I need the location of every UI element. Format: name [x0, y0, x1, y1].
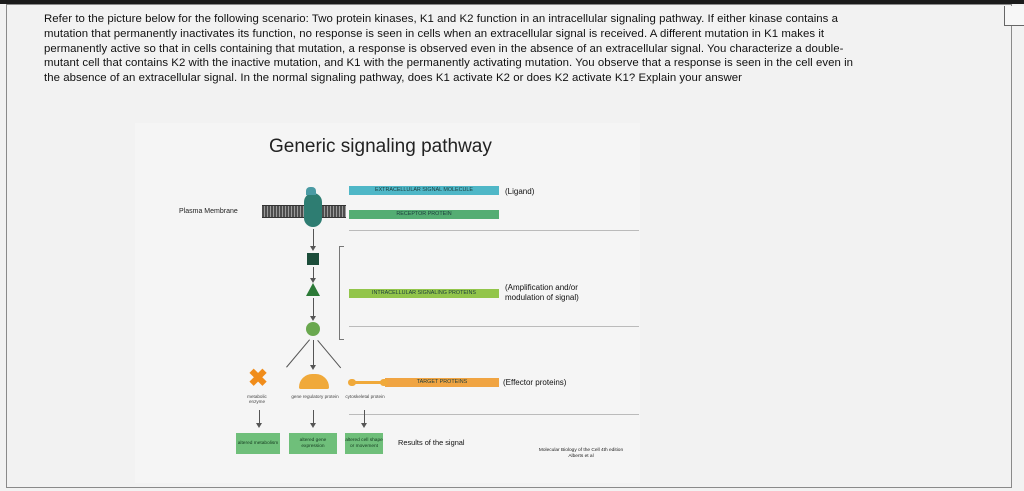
ligand-note: (Ligand)	[505, 187, 535, 196]
amplification-note: (Amplification and/or modulation of sign…	[505, 283, 579, 302]
arrow-to-gene-regulatory	[310, 340, 316, 370]
cytoskeletal-label: cytoskeletal protein	[345, 394, 385, 399]
arrow-square-to-triangle	[310, 267, 316, 283]
receptor-bar: RECEPTOR PROTEIN	[349, 210, 499, 219]
metabolic-enzyme-shape: ✖	[248, 365, 269, 392]
result-metabolism-box: altered metabolism	[236, 433, 280, 454]
result-label: altered gene expression	[299, 438, 327, 449]
target-bar: TARGET PROTEINS	[385, 378, 499, 387]
signaling-bracket	[339, 246, 344, 340]
figure-credit: Molecular Biology of the Cell 4th editio…	[538, 448, 624, 459]
rod-end	[348, 379, 356, 386]
screen-top-edge	[0, 0, 1024, 4]
gene-regulatory-label: gene regulatory protein	[291, 394, 339, 399]
figure-slide	[135, 123, 640, 483]
results-note: Results of the signal	[398, 438, 465, 447]
window-corner-tab[interactable]	[1004, 6, 1024, 26]
signaling-protein-triangle	[306, 283, 320, 296]
question-line: mutation that permanently inactivates it…	[44, 27, 825, 40]
rod-shaft	[354, 381, 382, 384]
divider-line	[349, 326, 639, 327]
divider-line	[349, 414, 639, 415]
metabolic-enzyme-label: metabolic enzyme	[247, 394, 267, 404]
result-cell-shape-box: altered cell shape or movement	[345, 433, 383, 454]
arrow-receptor-to-square	[310, 229, 316, 251]
document-frame	[6, 4, 1012, 488]
arrow-to-gene-expression	[310, 410, 316, 428]
question-line: permanently active so that in cells cont…	[44, 42, 844, 55]
result-label: altered cell shape or movement	[345, 438, 383, 449]
signaling-protein-square	[307, 253, 319, 265]
effector-note: (Effector proteins)	[503, 378, 567, 387]
plasma-membrane-label: Plasma Membrane	[179, 208, 238, 215]
question-line: Refer to the picture below for the follo…	[44, 13, 839, 25]
rod-end	[380, 379, 388, 386]
cytoskeletal-shape	[348, 379, 388, 386]
result-label: altered metabolism	[237, 440, 279, 446]
divider-line	[349, 230, 639, 231]
ligand-bar: EXTRACELLULAR SIGNAL MOLECULE	[349, 186, 499, 195]
arrow-to-metabolism	[256, 410, 262, 428]
question-line: the absence of an extracellular signal. …	[44, 72, 743, 85]
figure-title: Generic signaling pathway	[269, 136, 492, 157]
arrow-to-cell-shape	[361, 410, 367, 428]
arrow-triangle-to-circle	[310, 298, 316, 321]
signaling-protein-circle	[306, 322, 320, 336]
question-text: Refer to the picture below for the follo…	[44, 12, 914, 86]
question-line: mutant cell that contains K2 with the in…	[44, 57, 854, 70]
signaling-bar: INTRACELLULAR SIGNALING PROTEINS	[349, 289, 499, 298]
ligand-shape	[306, 187, 316, 195]
receptor-shape	[304, 193, 322, 227]
gene-regulatory-shape	[299, 374, 329, 389]
result-gene-expression-box: altered gene expression	[289, 433, 337, 454]
